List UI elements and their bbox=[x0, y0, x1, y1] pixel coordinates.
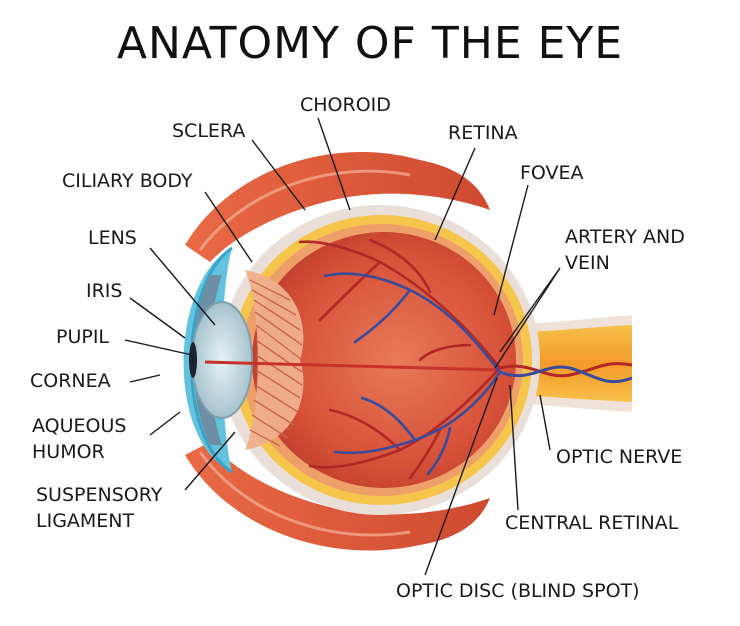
ciliary-fan bbox=[245, 270, 304, 450]
label-optic-nerve: OPTIC NERVE bbox=[556, 446, 683, 468]
arteries bbox=[298, 238, 502, 480]
label-ciliary-body: CILIARY BODY bbox=[62, 170, 193, 192]
lower-muscle bbox=[185, 442, 490, 551]
page-title: ANATOMY OF THE EYE bbox=[116, 18, 624, 69]
upper-muscle-highlight bbox=[198, 169, 411, 251]
label-aqueous-2: HUMOR bbox=[32, 441, 105, 463]
label-central-retinal: CENTRAL RETINAL bbox=[505, 512, 679, 534]
label-pupil: PUPIL bbox=[56, 326, 110, 348]
label-artery-vein-2: VEIN bbox=[565, 252, 610, 274]
label-suspensory-1: SUSPENSORY bbox=[36, 484, 163, 506]
label-cornea: CORNEA bbox=[30, 370, 111, 392]
pupil-shape bbox=[189, 342, 197, 378]
label-retina: RETINA bbox=[448, 122, 518, 144]
lens-shape bbox=[191, 301, 253, 419]
label-artery-vein-1: ARTERY AND bbox=[565, 226, 685, 248]
label-suspensory-2: LIGAMENT bbox=[36, 510, 135, 532]
upper-muscle bbox=[185, 151, 490, 262]
label-sclera: SCLERA bbox=[172, 120, 246, 142]
leader-lines bbox=[124, 117, 561, 576]
label-iris: IRIS bbox=[86, 280, 123, 302]
label-aqueous-1: AQUEOUS bbox=[32, 415, 127, 437]
label-choroid: CHOROID bbox=[300, 94, 391, 116]
nerve-artery bbox=[499, 362, 633, 378]
veins bbox=[323, 272, 502, 476]
nerve-vein bbox=[499, 365, 633, 384]
label-fovea: FOVEA bbox=[520, 162, 584, 184]
label-lens: LENS bbox=[88, 227, 137, 249]
visual-axis bbox=[204, 360, 501, 372]
label-optic-disc: OPTIC DISC (BLIND SPOT) bbox=[396, 580, 640, 602]
lower-muscle-highlight bbox=[198, 451, 411, 537]
